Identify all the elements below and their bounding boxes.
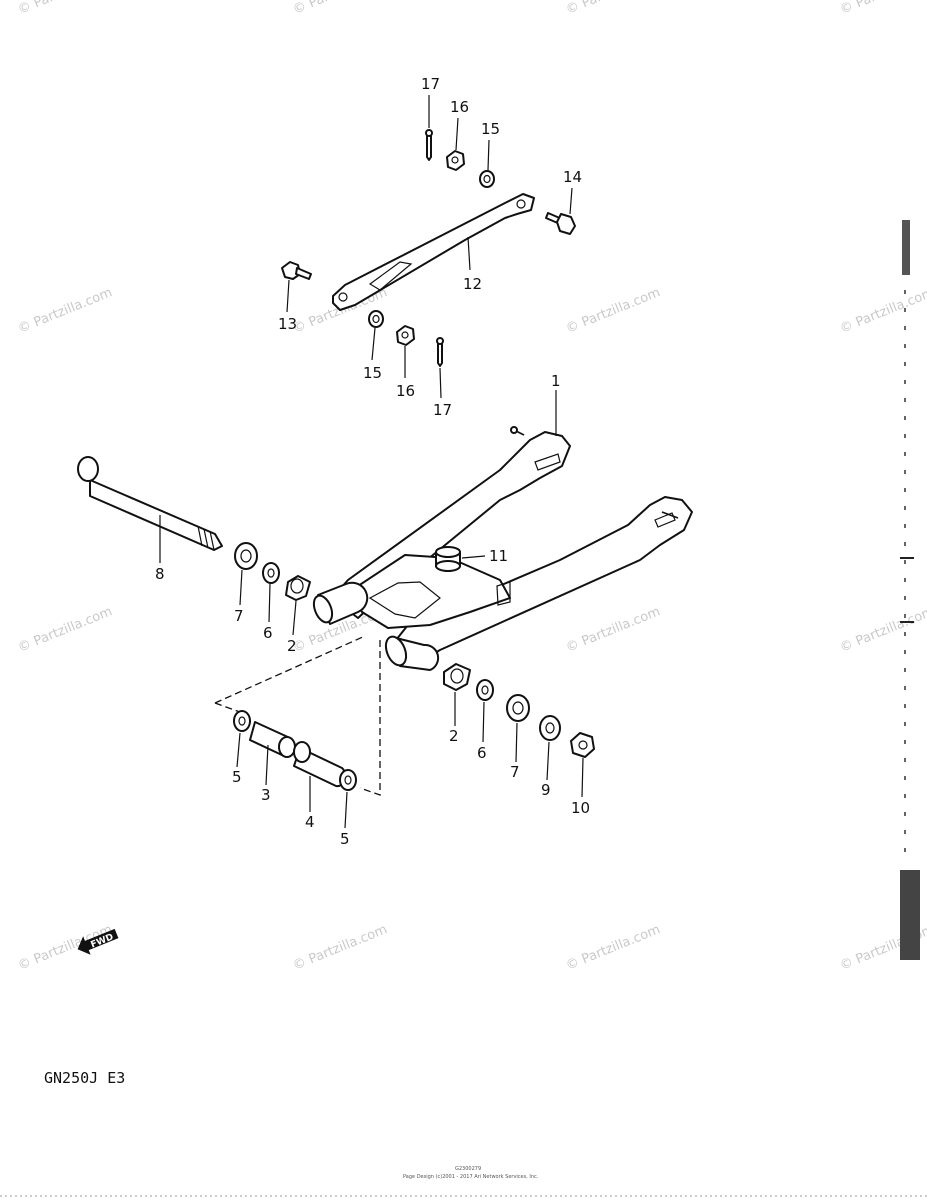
footer-code: G2300279 xyxy=(455,1166,481,1172)
watermark: © Partzilla.com xyxy=(564,604,663,655)
watermark: © Partzilla.com xyxy=(16,604,115,655)
callout-6-right: 6 xyxy=(477,744,487,762)
spacer-4 xyxy=(293,741,347,788)
watermark: © Partzilla.com xyxy=(564,922,663,973)
callout-13: 13 xyxy=(278,315,297,333)
nut-16-bottom xyxy=(396,325,415,346)
cotter-pin-17-top xyxy=(425,129,433,161)
callout-17-bottom: 17 xyxy=(433,401,452,419)
callout-16-top: 16 xyxy=(450,98,469,116)
left-side-hardware xyxy=(234,542,311,601)
watermark: © Partzilla.com xyxy=(16,922,115,973)
watermarks: © Partzilla.com © Partzilla.com © Partzi… xyxy=(16,0,927,974)
watermark: © Partzilla.com xyxy=(838,0,927,18)
callouts: 17 16 15 14 12 13 15 16 17 1 8 11 7 6 2 … xyxy=(155,75,590,848)
watermark: © Partzilla.com xyxy=(838,285,927,336)
cotter-pin-17-bottom xyxy=(436,337,444,367)
washer-15-bottom xyxy=(368,310,384,328)
callout-11: 11 xyxy=(489,547,508,565)
footer-copyright: Page Design (c)2001 - 2017 Ari Network S… xyxy=(403,1174,539,1180)
pivot-shaft-8 xyxy=(77,456,223,551)
lower-bushing-group xyxy=(214,635,381,796)
right-side-hardware xyxy=(443,663,595,758)
callout-4: 4 xyxy=(305,813,315,831)
leader-lines xyxy=(159,95,584,829)
watermark: © Partzilla.com xyxy=(291,0,390,18)
callout-2-right: 2 xyxy=(449,727,459,745)
callout-9: 9 xyxy=(541,781,551,799)
callout-17-top: 17 xyxy=(421,75,440,93)
watermark: © Partzilla.com xyxy=(16,0,115,18)
nut-10 xyxy=(570,732,595,758)
scan-edge-artifacts xyxy=(900,220,920,960)
spacer-3 xyxy=(249,721,296,758)
watermark: © Partzilla.com xyxy=(564,0,663,18)
washer-7-left xyxy=(234,542,258,570)
callout-16-bottom: 16 xyxy=(396,382,415,400)
callout-10: 10 xyxy=(571,799,590,817)
callout-7-right: 7 xyxy=(510,763,520,781)
swing-arm-1 xyxy=(312,426,693,671)
callout-2-left: 2 xyxy=(287,637,297,655)
callout-6-left: 6 xyxy=(263,624,273,642)
bolt-14 xyxy=(545,212,576,235)
callout-12: 12 xyxy=(463,275,482,293)
callout-8: 8 xyxy=(155,565,165,583)
watermark: © Partzilla.com xyxy=(564,285,663,336)
bearing-2-left xyxy=(285,575,311,601)
callout-15-top: 15 xyxy=(481,120,500,138)
washer-6-right xyxy=(476,679,494,701)
callout-1: 1 xyxy=(551,372,561,390)
watermark: © Partzilla.com xyxy=(838,604,927,655)
washer-9 xyxy=(539,715,561,741)
callout-15-bottom: 15 xyxy=(363,364,382,382)
watermark: © Partzilla.com xyxy=(291,922,390,973)
callout-7-left: 7 xyxy=(234,607,244,625)
washer-15-top xyxy=(479,170,495,188)
washer-6-left xyxy=(262,562,280,584)
callout-3: 3 xyxy=(261,786,271,804)
nut-16-top xyxy=(446,150,465,171)
torque-link-assembly xyxy=(281,129,576,367)
bearing-2-right xyxy=(443,663,471,691)
rubber-bushing-11 xyxy=(435,546,461,572)
watermark: © Partzilla.com xyxy=(16,285,115,336)
seal-5-left xyxy=(233,710,251,732)
bolt-13 xyxy=(281,261,312,280)
callout-5-left: 5 xyxy=(232,768,242,786)
torque-link-12 xyxy=(332,193,535,311)
callout-14: 14 xyxy=(563,168,582,186)
model-code: GN250J E3 xyxy=(44,1069,125,1087)
seal-5-right xyxy=(339,769,357,791)
washer-7-right xyxy=(506,694,530,722)
callout-5-right: 5 xyxy=(340,830,350,848)
